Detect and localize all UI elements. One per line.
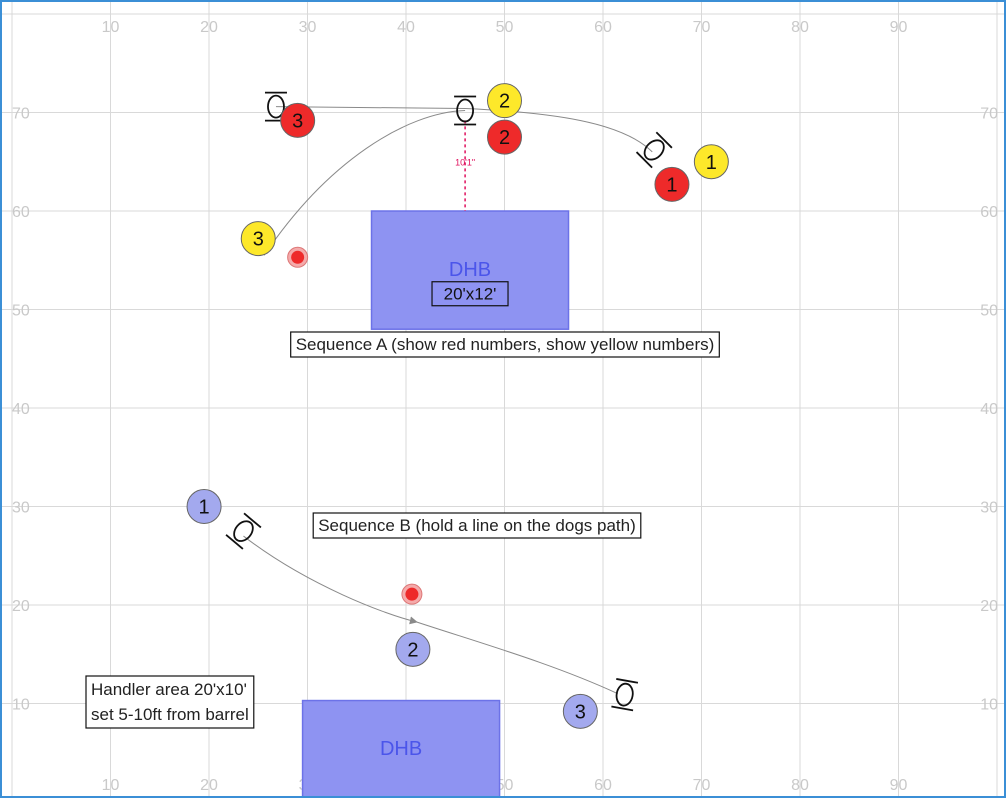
y-tick-label-left: 40 [12,401,30,418]
dhb-a-title: DHB [449,259,491,281]
svg-text:3: 3 [253,229,264,251]
handler-area-label-box [85,675,255,729]
dog-paths [243,106,653,695]
x-tick-label-bottom: 10 [102,777,120,794]
x-tick-label-bottom: 20 [200,777,218,794]
y-tick-label-left: 50 [12,303,30,320]
sequence-a-label: Sequence A (show red numbers, show yello… [296,335,715,354]
x-tick-label-top: 70 [693,19,711,36]
dhb-b-title: DHB [380,738,422,760]
handler-area-line-1: Handler area 20'x10' [91,680,247,699]
y-tick-label-left: 10 [12,697,30,714]
dhb-b-rect [301,699,501,796]
path-b-segment-2 [415,621,618,695]
path-b-segment-1 [243,535,418,625]
measurement-label: 10'1" [455,158,475,168]
red-number-marker: 3 [280,102,316,138]
yellow-number-marker: 2 [487,83,522,119]
yellow-number-marker: 1 [693,144,729,180]
y-tick-label-left: 60 [12,204,30,221]
barrels [287,246,423,605]
x-tick-label-bottom: 60 [594,777,612,794]
x-tick-label-top: 30 [299,19,317,36]
y-tick-label-right: 50 [980,303,998,320]
blue-number-marker: 3 [562,693,598,729]
sequence-a-label-box [290,331,720,358]
svg-text:3: 3 [575,701,586,723]
y-tick-label-right: 60 [980,204,998,221]
hoop-icon [635,131,673,169]
sequence-b-label: Sequence B (hold a line on the dogs path… [318,516,636,535]
blue-number-marker: 2 [395,631,431,667]
y-tick-label-right: 70 [980,106,998,123]
y-tick-label-left: 30 [12,500,30,517]
x-tick-label-top: 80 [791,19,809,36]
x-tick-label-top: 20 [200,19,218,36]
path-a-red [275,106,653,153]
blue-number-marker: 1 [186,489,222,524]
hoop-icon [611,678,639,712]
red-number-marker: 1 [654,166,690,202]
y-tick-label-right: 40 [980,401,998,418]
x-tick-label-bottom: 80 [791,777,809,794]
dhb-a-size-label: 20'x12' [444,285,497,304]
svg-text:1: 1 [666,174,677,196]
svg-text:1: 1 [706,152,717,174]
y-tick-label-left: 70 [12,106,30,123]
x-tick-label-top: 90 [890,19,908,36]
svg-text:1: 1 [199,497,210,519]
y-tick-label-left: 20 [12,598,30,615]
y-tick-label-right: 30 [980,500,998,517]
svg-text:2: 2 [499,91,510,113]
x-tick-label-bottom: 90 [890,777,908,794]
x-tick-label-top: 40 [397,19,415,36]
svg-text:2: 2 [499,127,510,149]
handler-area-line-2: set 5-10ft from barrel [91,705,249,724]
svg-text:2: 2 [407,639,418,661]
barrel-icon [401,583,423,605]
path-a-yellow [263,110,466,256]
barrel-icon [287,246,309,268]
number-markers: 1 2 3 1 2 3 1 2 3 [186,83,729,729]
dhb-a-size-box [431,281,509,307]
axis-ticks: 10 10 20 20 30 30 40 40 50 50 60 60 70 70 80 80 90 90 10 10… [12,19,998,794]
y-tick-label-right: 10 [980,697,998,714]
yellow-number-marker: 3 [240,221,276,257]
hoop-icon [225,512,262,550]
sequence-b-label-box [312,512,642,539]
hoop-icon [454,95,477,126]
dhb-a-rect [370,210,570,330]
x-tick-label-top: 10 [102,19,120,36]
hoop-icons [225,91,673,712]
x-tick-label-bottom: 70 [693,777,711,794]
x-tick-label-top: 50 [496,19,514,36]
svg-text:3: 3 [292,110,303,132]
y-tick-label-right: 20 [980,598,998,615]
x-tick-label-top: 60 [594,19,612,36]
red-number-marker: 2 [487,119,522,155]
